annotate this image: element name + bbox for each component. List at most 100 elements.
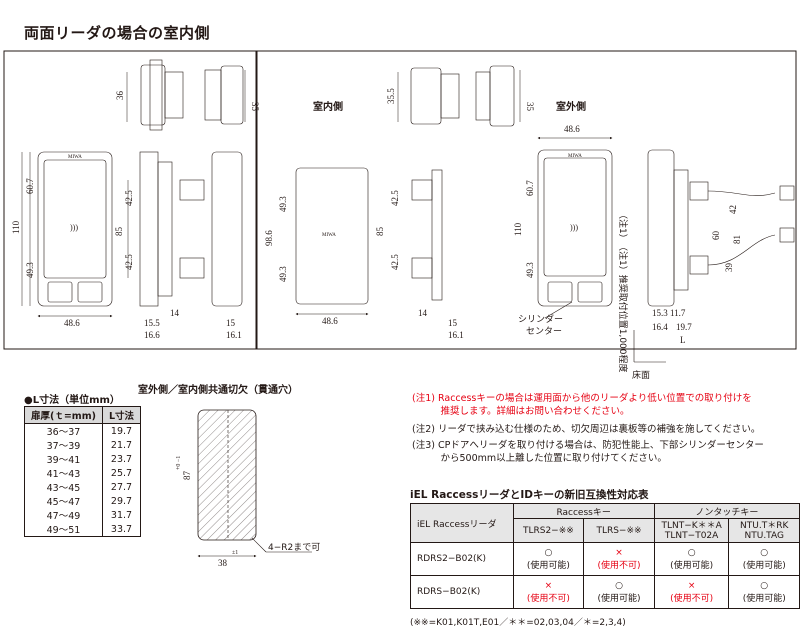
compat-col-3: TLNT−K＊＊A TLNT−T02A (653, 518, 730, 543)
dim-35-b: 35 (525, 102, 535, 112)
compat-table: iEL Raccessリーダ Raccessキー ノンタッチキー TLRS2−※… (410, 503, 800, 609)
compat-col-4: NTU.T＊RK NTU.TAG (728, 518, 800, 543)
dim-110: 110 (11, 220, 21, 234)
dim-39: 39 (724, 263, 734, 273)
frame-right (255, 50, 797, 350)
note-2: (注2) リーダで挟み込む仕様のため、切欠周辺は裏板等の補強を施してください。 (412, 424, 761, 435)
compat-row-name: RDRS−B02(K) (410, 575, 514, 609)
dim-16-1-b: 16.1 (448, 330, 464, 340)
dim-49-3-c: 49.3 (278, 266, 288, 282)
compat-header-nontouch: ノンタッチキー (653, 503, 800, 519)
compat-row-name: RDRS2−B02(K) (410, 542, 514, 576)
dim-36: 36 (115, 91, 125, 101)
svg-text:))): ))) (570, 223, 578, 232)
svg-text:MIWA: MIWA (68, 155, 82, 160)
cutout-note: 4−R2まで可 (268, 542, 320, 553)
compat-header-raccess: Raccessキー (512, 503, 655, 519)
note-3-cont: から500mm以上離した位置に取り付けてください。 (412, 453, 667, 464)
vertical-note: （注1）推奨取付位置1,000程度 (617, 242, 629, 373)
dim-87-tol: +0 −1 (176, 456, 182, 470)
indoor-plate-front: MIWA (295, 167, 369, 305)
dim-49-3-b: 49.3 (278, 196, 288, 212)
svg-text:MIWA: MIWA (568, 154, 582, 159)
dim-L: L (680, 335, 686, 345)
l-table-header-l: L寸法 (101, 406, 142, 424)
reader-front-left: MIWA ))) (37, 151, 113, 307)
dim-16-4: 16.4 (652, 322, 668, 332)
dim-38: 38 (218, 558, 228, 568)
dim-49-3: 49.3 (25, 262, 35, 278)
dim-11-7: 11.7 (670, 308, 686, 318)
reader-front-right: MIWA ))) (537, 149, 613, 307)
dim-48-6-c: 48.6 (564, 124, 580, 134)
dim-35: 35 (250, 102, 260, 112)
compat-header-reader: iEL Raccessリーダ (410, 503, 514, 543)
dim-15-a: 15 (226, 318, 236, 328)
dim-35-5: 35.5 (386, 88, 396, 104)
cutout-hole (197, 409, 257, 541)
compat-col-2: TLRS−※※ (583, 518, 655, 543)
note-1-cont: 推奨します。詳細はお問い合わせください。 (412, 406, 630, 417)
dim-60-7: 60.7 (25, 178, 35, 194)
svg-text:))): ))) (70, 223, 78, 232)
l-table-title: ●L寸法（単位mm） (24, 395, 120, 406)
dim-42-5-b: 42.5 (124, 254, 134, 270)
dim-42-5-c: 42.5 (390, 190, 400, 206)
dim-14-b: 14 (418, 308, 428, 318)
note-1: (注1) Raccessキーの場合は運用面から他のリーダより低い位置での取り付け… (412, 393, 752, 404)
dim-60: 60 (711, 231, 721, 241)
label-outdoor: 室外側 (556, 100, 586, 113)
dim-98-6: 98.6 (264, 230, 274, 246)
indoor-frame-left (3, 50, 258, 350)
top-view-indoor-left (126, 59, 246, 131)
indoor-plate-side (411, 169, 443, 301)
page-title: 両面リーダの場合の室内側 (24, 24, 211, 42)
cutout-title: 室外側／室内側共通切欠（貫通穴） (138, 383, 298, 396)
dim-60-7-b: 60.7 (525, 180, 535, 196)
dim-42-5-a: 42.5 (124, 190, 134, 206)
dim-87: 87 (182, 471, 192, 481)
floor-label: 床面 (632, 369, 650, 381)
dim-38-tol: ±1 (232, 550, 238, 556)
table-row: RDRS−B02(K) ×(使用不可) ○(使用可能) ×(使用不可) ○(使用… (410, 575, 800, 609)
dim-14-a: 14 (170, 308, 180, 318)
dim-19-7: 19.7 (676, 322, 692, 332)
reader-side-right (647, 149, 795, 307)
vertical-note-red-part: （注1） (617, 210, 629, 243)
top-view-right (397, 65, 521, 127)
dim-42-5-d: 42.5 (390, 254, 400, 270)
callout-center: センター (526, 326, 562, 337)
compat-col-1: TLRS2−※※ (512, 518, 585, 543)
l-table-header-thickness: 扉厚(ｔ=mm) (24, 406, 103, 424)
reader-side-left (139, 151, 243, 307)
compat-footnote: (※※=K01,K01T,E01／＊＊=02,03,04／＊=2,3,4) (410, 618, 626, 628)
dim-15-3: 15.3 (652, 308, 668, 318)
svg-text:MIWA: MIWA (322, 233, 336, 238)
dim-15-b: 15 (448, 318, 458, 328)
dim-85-a: 85 (114, 227, 124, 237)
label-indoor: 室内側 (313, 100, 343, 113)
table-row: RDRS2−B02(K) ○(使用可能) ×(使用不可) ○(使用可能) ○(使… (410, 542, 800, 576)
dim-42: 42 (728, 205, 738, 214)
dim-49-3-d: 49.3 (525, 262, 535, 278)
callout-cylinder: シリンダー (518, 313, 563, 325)
note-3: (注3) CPドアへリーダを取り付ける場合は、防犯性能上、下部シリンダーセンター (412, 440, 764, 451)
dim-48-6: 48.6 (64, 318, 80, 328)
compat-title: iEL RaccessリーダとIDキーの新旧互換性対応表 (410, 489, 649, 501)
dim-48-6-b: 48.6 (322, 316, 338, 326)
dim-85-b: 85 (375, 227, 385, 237)
dim-16-6: 16.6 (144, 330, 160, 340)
dim-16-1-a: 16.1 (226, 330, 242, 340)
dim-110-b: 110 (513, 222, 523, 236)
dim-15-5: 15.5 (144, 318, 160, 328)
